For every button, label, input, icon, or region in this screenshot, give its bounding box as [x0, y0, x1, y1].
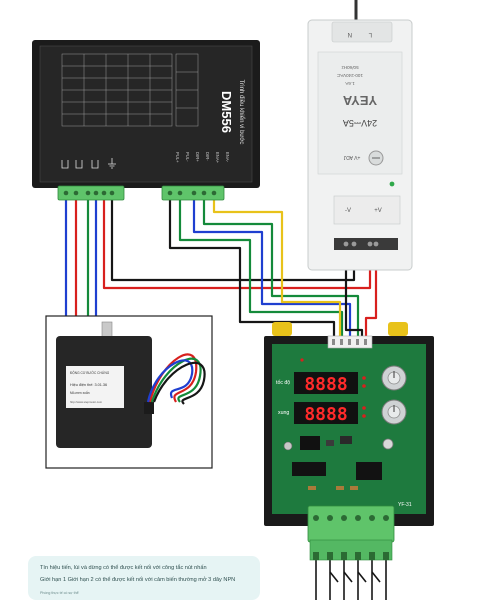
- psu-output: 24V⎓5A: [343, 118, 377, 128]
- label-dir-minus: DIR-: [205, 152, 210, 161]
- controller-standoff-right: [388, 322, 408, 336]
- controller-led-icons: [300, 358, 366, 418]
- label-xung: xung: [278, 410, 289, 416]
- pulse-controller: 8888 8888 tốc độ xung: [264, 322, 434, 561]
- controller-plug-slots: [313, 552, 389, 560]
- wire-red-psu-ctrl: [364, 250, 378, 342]
- display-pulse-frame: [294, 402, 358, 424]
- controller-components: [283, 436, 394, 490]
- stepper-motor: ĐỘNG CƠ BƯỚC CHỨNG Hiệu điện thế: 3.01.3…: [45, 315, 213, 469]
- caption-line-2: Giới hạn 1 Giới hạn 2 có thể được kết nố…: [40, 577, 236, 583]
- psu-adj-label: +V ADJ: [343, 154, 360, 160]
- controller-standoff-left: [272, 322, 292, 336]
- controller-output-terminal: [307, 505, 395, 543]
- label-ena-minus: ENA-: [225, 152, 230, 163]
- motor-label-plate: [66, 366, 124, 408]
- psu-brand: YEYA: [342, 93, 377, 108]
- motor-label-line3: Mô-men xoắn: [70, 390, 90, 395]
- label-dir-plus: DIR+: [195, 152, 200, 162]
- driver-motor-terminal-block: [57, 185, 125, 201]
- motor-label-line2: Hiệu điện thế: 3.01.36: [70, 383, 107, 387]
- speed-knob[interactable]: [381, 365, 407, 391]
- psu-input-line-3: 50/60Hz: [341, 65, 359, 70]
- driver-subtitle: Trình điều khiển vi bước: [238, 80, 245, 145]
- label-pul-minus: PUL-: [185, 152, 190, 162]
- driver-model: DM556: [219, 91, 234, 133]
- bottom-input-wires: [315, 560, 387, 600]
- caption-line-1: Tín hiệu tiến, lùi và dừng có thể được k…: [40, 565, 207, 571]
- controller-header-pins: [332, 339, 367, 345]
- motor-label-line4: http://www.stepmotor.com: [70, 400, 103, 404]
- psu-window: [317, 51, 403, 175]
- caption-line-3: Phòng thực tế có sự thể: [40, 591, 79, 595]
- driver-symbol-icons: [61, 158, 116, 169]
- psu-terminal-cover: [333, 195, 401, 225]
- display-speed: 8888: [304, 374, 347, 395]
- display-pulse: 8888: [304, 404, 347, 425]
- psu-terminal-strip: [334, 238, 398, 250]
- wire-green-dir: [202, 200, 360, 342]
- psu-input-line-2: 1.6A: [344, 81, 354, 86]
- driver-terminal-labels: PUL+ PUL- DIR+ DIR- ENA+ ENA-: [175, 152, 230, 164]
- psu-top-cap: [331, 21, 393, 43]
- controller-output-plug: [309, 539, 393, 561]
- label-speed: tốc độ: [276, 380, 290, 386]
- psu-led-icon: [389, 181, 395, 187]
- power-supply: L N YEYA 24V⎓5A 100-240VAC 1.6A 50/60Hz …: [307, 0, 413, 271]
- driver-motor-terminal-screws: [63, 190, 115, 196]
- psu-terminal-minus-label: -V: [345, 208, 351, 214]
- controller-output-screws: [313, 515, 389, 521]
- label-pul-plus: PUL+: [175, 152, 180, 163]
- wire-yellow-ena: [212, 200, 342, 342]
- psu-top-terminal-l: L: [368, 31, 372, 37]
- display-speed-frame: [294, 372, 358, 394]
- driver-spec-table: [61, 53, 199, 127]
- stepper-driver: DM556 Trình điều khiển vi bước PUL+ PUL-…: [32, 40, 260, 201]
- psu-terminal-plus-label: +V: [374, 208, 382, 214]
- caption-box: Tín hiệu tiến, lùi và dừng có thể được k…: [28, 556, 260, 600]
- wire-blue-dir: [192, 200, 352, 342]
- motor-label-line1: ĐỘNG CƠ BƯỚC CHỨNG: [70, 370, 110, 375]
- motor-shaft: [101, 321, 113, 339]
- wires: [64, 198, 387, 600]
- driver-signal-terminal-screws: [167, 190, 217, 196]
- wire-black-pul: [168, 200, 336, 342]
- psu-terminal-screws: [343, 241, 379, 247]
- motor-cable-exit: [144, 402, 154, 414]
- psu-input-line-1: 100-240VAC: [336, 73, 363, 78]
- wire-green-pul: [178, 200, 344, 342]
- label-ena-plus: ENA+: [215, 152, 220, 164]
- psu-top-terminal-n: N: [348, 31, 352, 37]
- board-id: YF-31: [398, 502, 412, 508]
- pulse-knob[interactable]: [381, 399, 407, 425]
- motor-cable-bundle: [146, 353, 206, 405]
